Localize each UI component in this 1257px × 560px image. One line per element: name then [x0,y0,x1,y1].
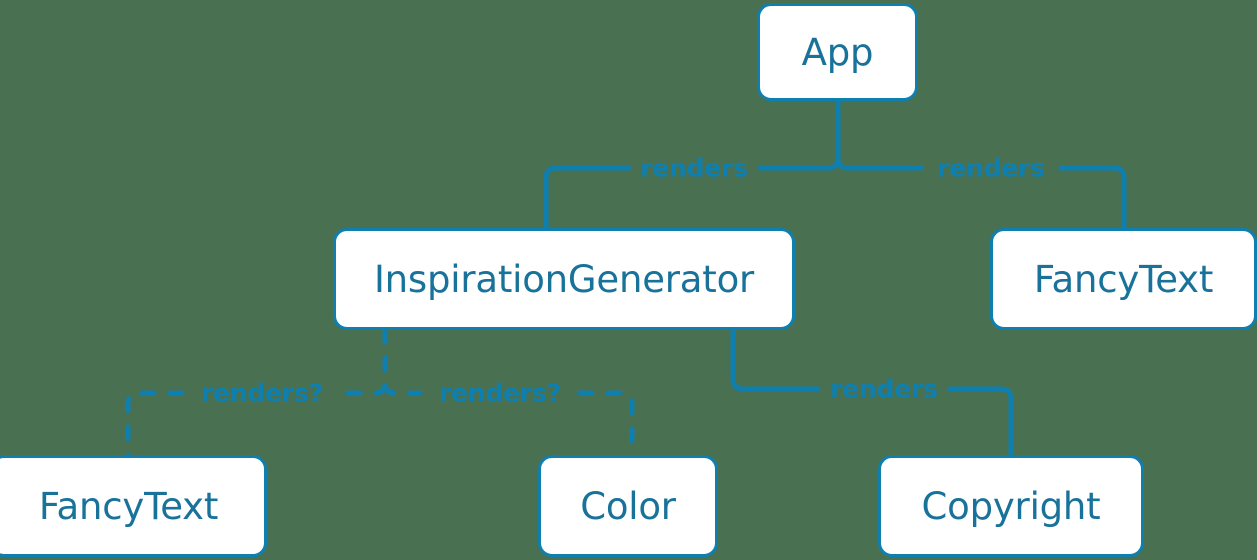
node-label: FancyText [38,484,219,528]
node-label: Color [580,484,676,528]
edge-inspiration-generator-copyright [730,327,1014,458]
edge-label-app-inspiration-generator: renders [640,153,748,183]
edge-inspiration-generator-fancytext [125,327,388,458]
edge-label-inspiration-generator-copyright: renders [830,374,938,404]
edge-label-inspiration-generator-color: renders? [438,378,562,408]
node-fancytext-right[interactable]: FancyText [990,228,1257,330]
edge-app-fancytext [835,98,1127,231]
node-inspiration-generator[interactable]: InspirationGenerator [333,228,795,330]
node-label: App [801,30,874,74]
edge-label-app-fancytext: renders [937,153,1045,183]
edge-label-inspiration-generator-fancytext: renders? [200,378,324,408]
edge-inspiration-generator-color [382,327,635,458]
node-fancytext-bottom-left[interactable]: FancyText [0,455,267,557]
node-label: FancyText [1033,257,1214,301]
node-copyright[interactable]: Copyright [878,455,1144,557]
node-color[interactable]: Color [538,455,718,557]
node-label: InspirationGenerator [373,257,755,301]
node-app[interactable]: App [757,3,918,101]
node-label: Copyright [921,484,1101,528]
